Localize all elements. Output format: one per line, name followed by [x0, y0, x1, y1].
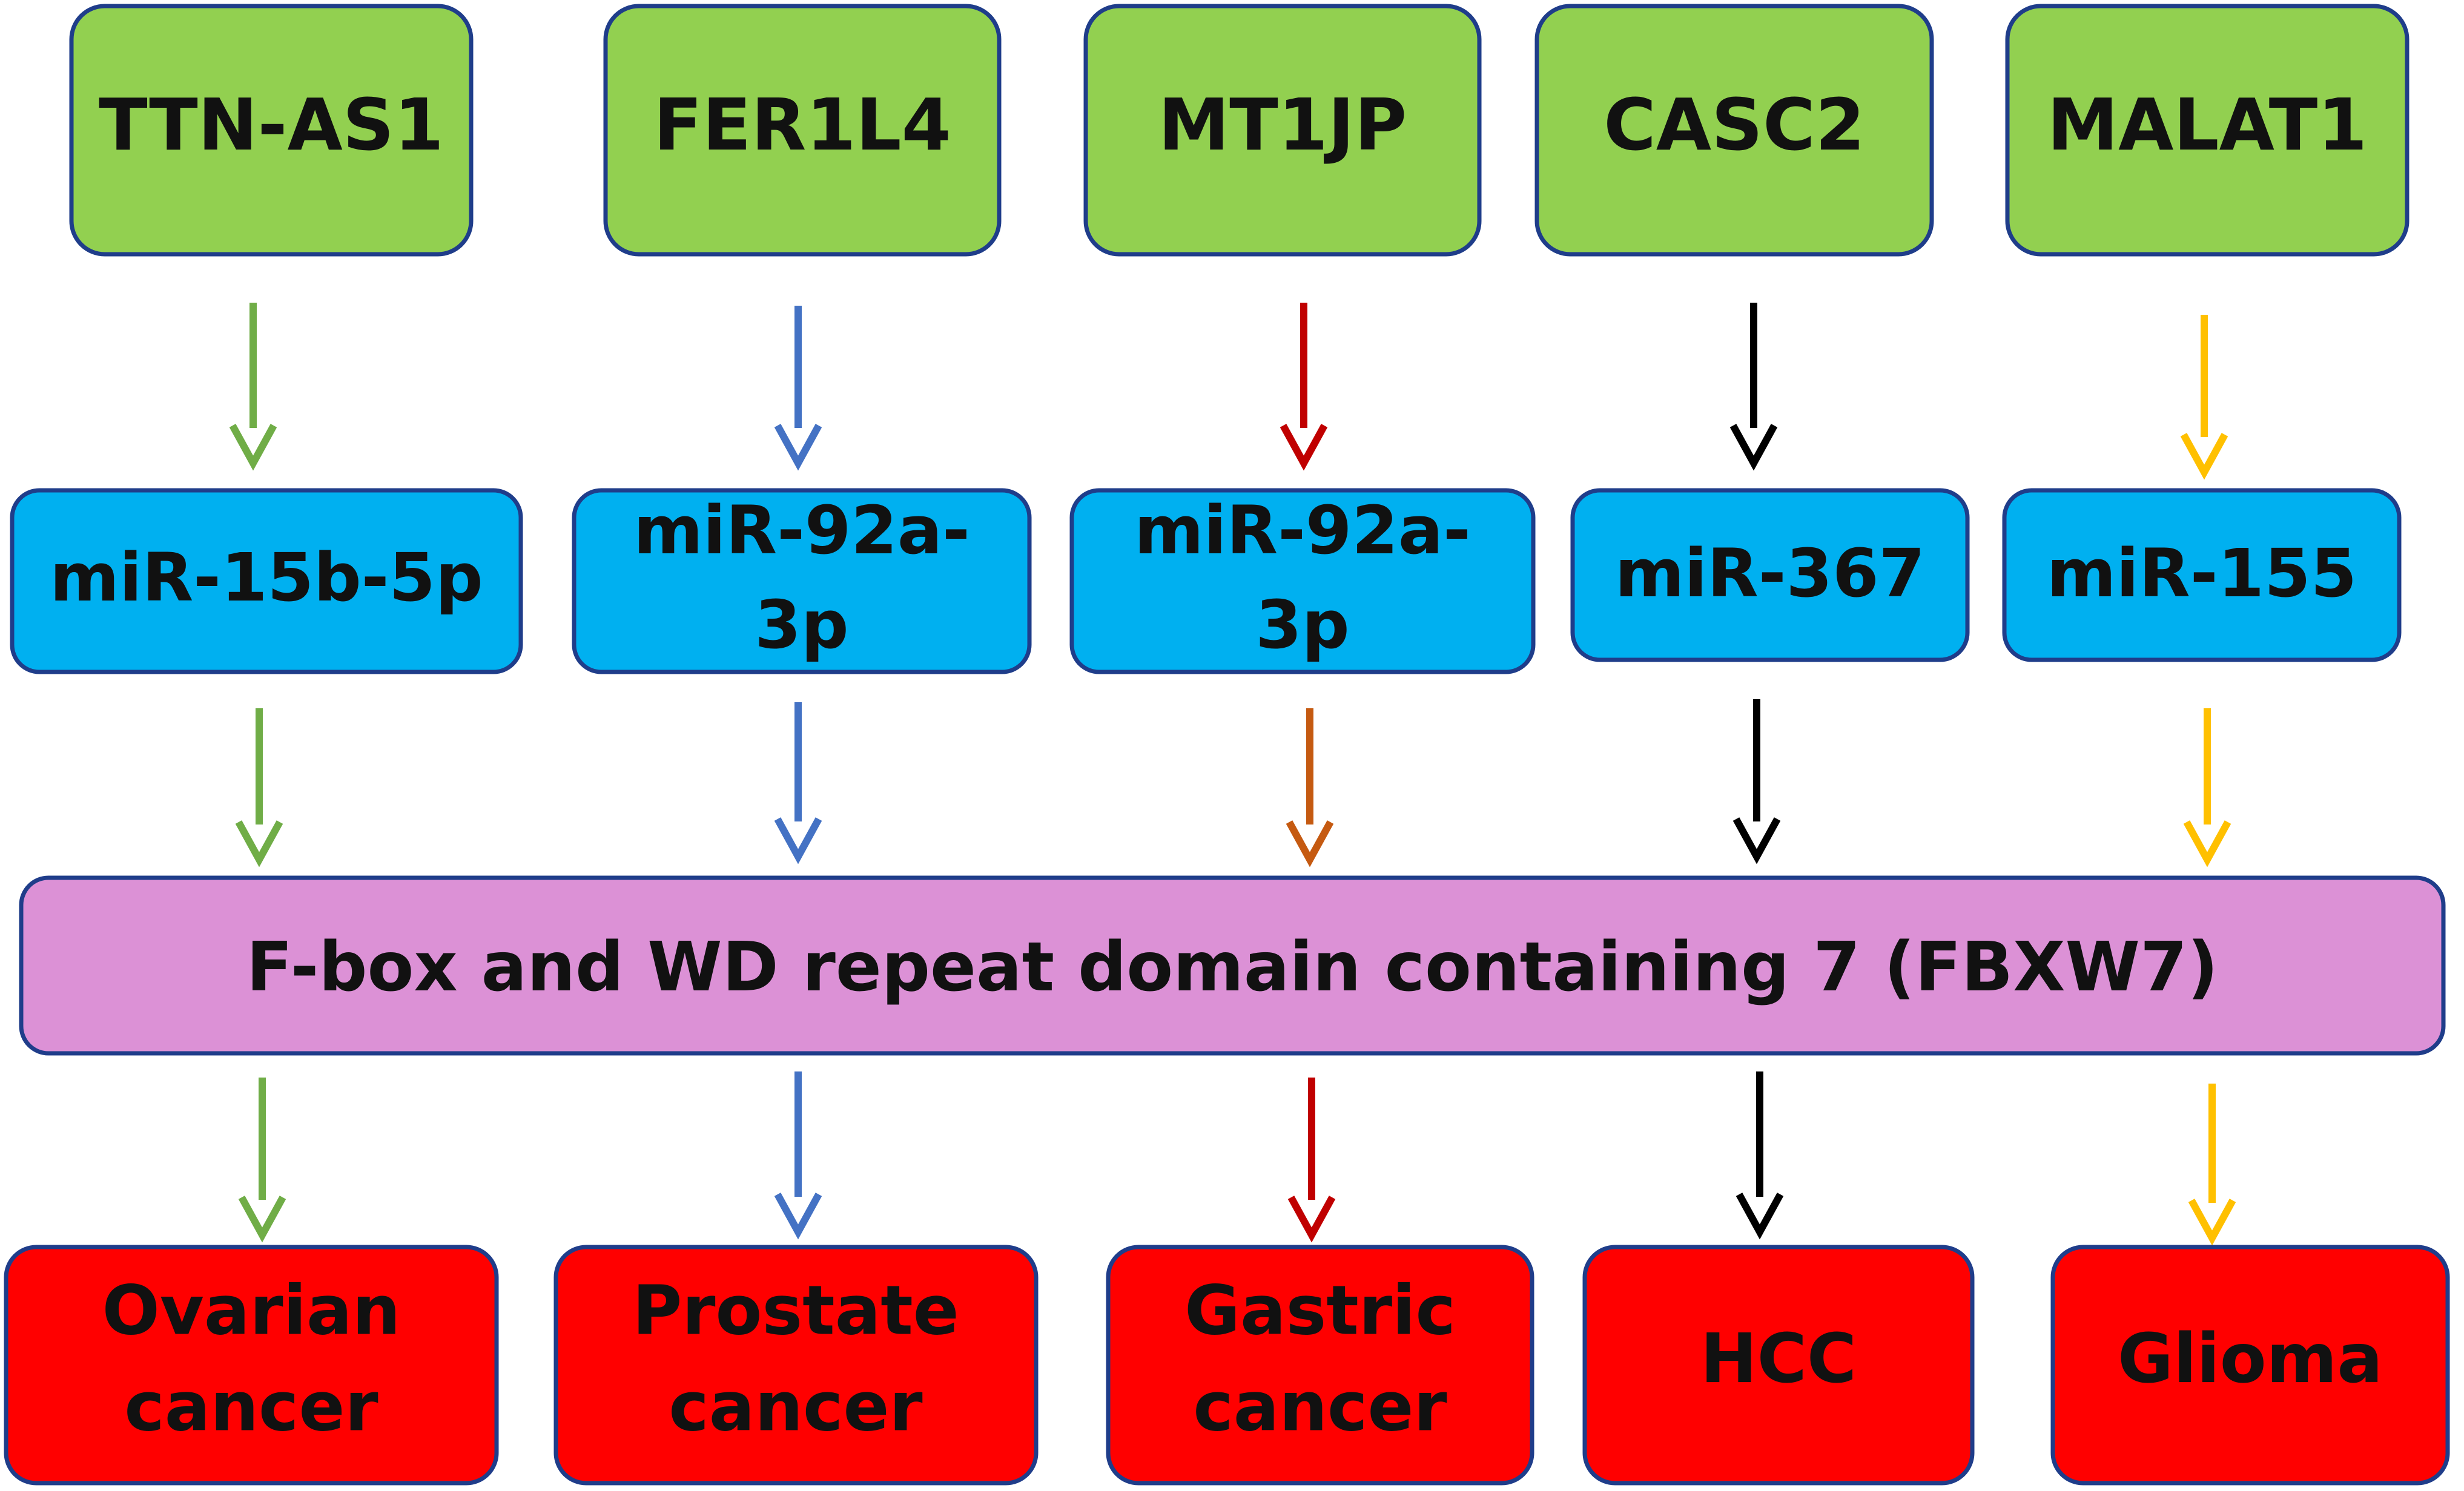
- cancer-node-gastric: Gastric cancer: [1106, 1245, 1534, 1486]
- arrow-down: [235, 708, 283, 867]
- label-line: miR-92a-: [1134, 492, 1471, 569]
- mirna-node-mir-15b-5p: miR-15b-5p: [10, 488, 523, 674]
- arrow-down: [1736, 1071, 1784, 1240]
- lncrna-row: TTN-AS1 FER1L4 MT1JP CASC2 MALAT1: [69, 4, 2410, 257]
- arrow-head: [1287, 1196, 1336, 1243]
- label-line: miR-92a-: [633, 492, 970, 569]
- cancer-row: Ovarian cancer Prostate cancer Gastric canc…: [4, 1245, 2450, 1486]
- lncrna-node-fer1l4: FER1L4: [603, 4, 1002, 257]
- cancer-label: Glioma: [2118, 1320, 2383, 1398]
- arrow-head: [774, 1193, 822, 1240]
- arrow-down: [1286, 708, 1334, 867]
- label-line: Gastric: [1184, 1271, 1456, 1350]
- lncrna-label: CASC2: [1604, 83, 1865, 166]
- cancer-node-glioma: Glioma: [2050, 1245, 2450, 1486]
- arrow-head: [2180, 433, 2228, 480]
- cancer-label: Gastric cancer: [1184, 1271, 1456, 1446]
- cancer-label: HCC: [1700, 1320, 1857, 1398]
- arrow-down: [1729, 303, 1778, 471]
- arrow-head: [2188, 1199, 2236, 1246]
- lncrna-label: TTN-AS1: [99, 83, 444, 166]
- mirna-node-mir-92a-3p: miR-92a- 3p: [572, 488, 1032, 674]
- mirna-label: miR-15b-5p: [50, 539, 483, 616]
- label-line: MALAT1: [2047, 83, 2368, 166]
- mirna-label: miR-92a- 3p: [1134, 492, 1471, 663]
- label-line: Ovarian: [102, 1271, 401, 1350]
- label-line: miR-15b-5p: [50, 539, 483, 616]
- hub-label: F-box and WD repeat domain containing 7 …: [246, 928, 2218, 1007]
- arrow-down: [1287, 1078, 1336, 1243]
- label-line: cancer: [669, 1368, 922, 1446]
- label-line: miR-367: [1615, 535, 1925, 612]
- cancer-node-ovarian: Ovarian cancer: [4, 1245, 499, 1486]
- mirna-row: miR-15b-5p miR-92a- 3p miR-92a- 3p miR-367…: [10, 488, 2402, 674]
- cancer-node-prostate: Prostate cancer: [553, 1245, 1039, 1486]
- arrow-head: [1736, 1193, 1784, 1240]
- arrow-head: [238, 1196, 286, 1243]
- arrow-down: [1732, 699, 1781, 864]
- arrow-head: [1280, 424, 1328, 471]
- arrow-head: [1729, 424, 1778, 471]
- label-line: Glioma: [2118, 1320, 2383, 1398]
- arrow-head: [1732, 817, 1781, 864]
- cancer-label: Ovarian cancer: [102, 1271, 401, 1446]
- lncrna-label: FER1L4: [653, 83, 951, 166]
- mirna-node-mir-155: miR-155: [2002, 488, 2402, 662]
- arrow-head: [229, 424, 277, 471]
- label-line: miR-155: [2047, 535, 2357, 612]
- arrow-head: [2183, 820, 2231, 867]
- label-line: F-box and WD repeat domain containing 7 …: [246, 928, 2218, 1007]
- arrow-down: [774, 306, 822, 471]
- label-line: 3p: [755, 586, 848, 663]
- lncrna-node-ttn-as1: TTN-AS1: [69, 4, 474, 257]
- arrows-mirna-to-hub: [235, 699, 2231, 867]
- arrow-down: [774, 1071, 822, 1240]
- lncrna-label: MALAT1: [2047, 83, 2368, 166]
- label-line: MT1JP: [1158, 83, 1407, 166]
- arrows-hub-to-cancer: [238, 1071, 2236, 1246]
- mirna-node-mir-367: miR-367: [1570, 488, 1970, 662]
- mirna-label: miR-367: [1615, 535, 1925, 612]
- arrows-lncrna-to-mirna: [229, 303, 2228, 480]
- arrow-head: [774, 817, 822, 864]
- label-line: TTN-AS1: [99, 83, 444, 166]
- lncrna-node-casc2: CASC2: [1534, 4, 1934, 257]
- label-line: cancer: [1193, 1368, 1447, 1446]
- cancer-label: Prostate cancer: [632, 1271, 959, 1446]
- label-line: Prostate: [632, 1271, 959, 1350]
- arrow-down: [2183, 708, 2231, 867]
- label-line: 3p: [1255, 586, 1349, 663]
- fbxw7-hub-node: F-box and WD repeat domain containing 7 …: [19, 875, 2446, 1056]
- label-line: CASC2: [1604, 83, 1865, 166]
- arrow-down: [2188, 1084, 2236, 1246]
- arrow-down: [774, 702, 822, 864]
- lncrna-label: MT1JP: [1158, 83, 1407, 166]
- mirna-label: miR-92a- 3p: [633, 492, 970, 663]
- arrow-down: [229, 303, 277, 471]
- arrow-head: [235, 820, 283, 867]
- arrow-down: [238, 1078, 286, 1243]
- lncrna-node-malat1: MALAT1: [2005, 4, 2410, 257]
- arrow-down: [2180, 315, 2228, 480]
- label-line: HCC: [1700, 1320, 1857, 1398]
- mirna-node-mir-92a-3p: miR-92a- 3p: [1069, 488, 1536, 674]
- cancer-node-hcc: HCC: [1582, 1245, 1975, 1486]
- label-line: cancer: [124, 1368, 378, 1446]
- lncrna-node-mt1jp: MT1JP: [1083, 4, 1482, 257]
- label-line: FER1L4: [653, 83, 951, 166]
- arrow-head: [774, 424, 822, 471]
- mirna-label: miR-155: [2047, 535, 2357, 612]
- arrow-head: [1286, 820, 1334, 867]
- arrow-down: [1280, 303, 1328, 471]
